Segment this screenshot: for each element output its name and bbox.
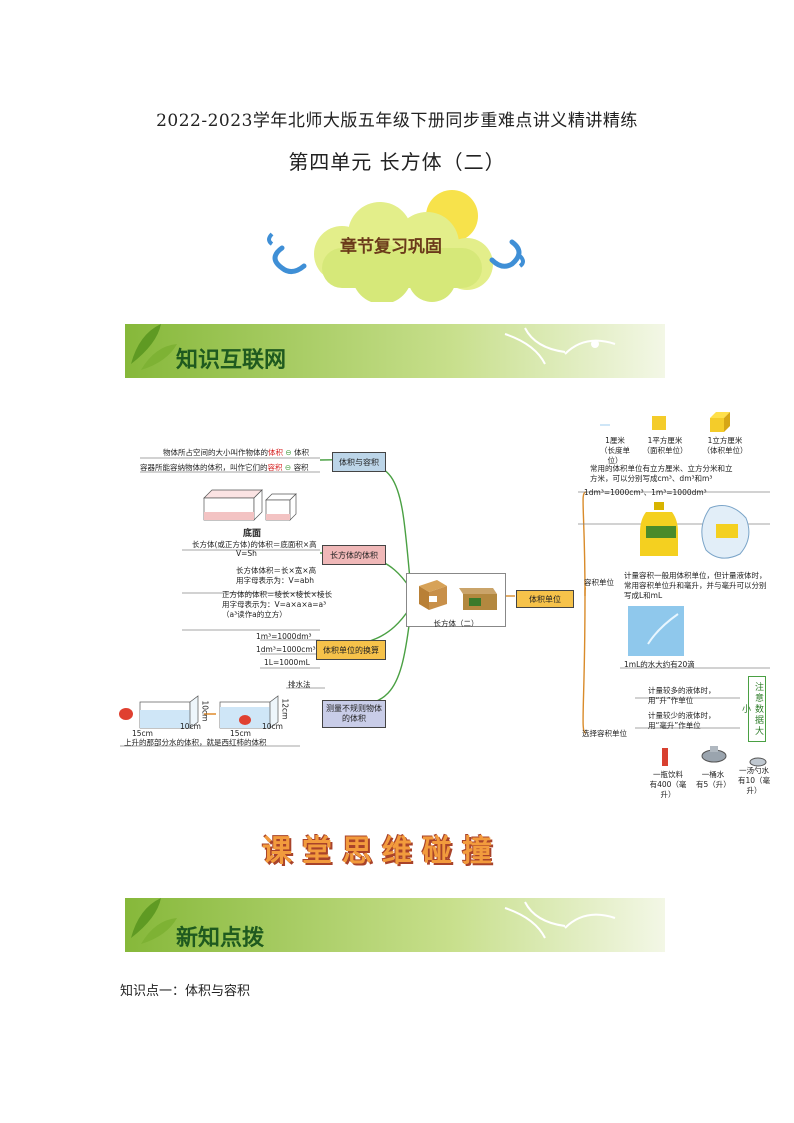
dim-length-2: 15cm (230, 729, 251, 738)
formula-cuboid: 长方体体积＝长×宽×高 (236, 566, 317, 575)
center-label: 长方体（二） (433, 619, 479, 628)
conversion-dm3-cm3: 1dm³=1000cm³ (256, 645, 316, 654)
choose-liter-2: 用“升”作单位 (648, 696, 694, 705)
capacity-text-3: 写成L和mL (624, 591, 663, 600)
banner-new-knowledge-title: 新知点拨 (176, 926, 265, 951)
displacement-diagram (119, 695, 279, 729)
node-unit-conversion: 体积单位的换算 (316, 640, 386, 660)
common-units-2: 方米，可以分别写成cm³、dm³和m³ (590, 474, 713, 483)
document-title: 2022-2023学年北师大版五年级下册同步重难点讲义精讲精练 (156, 111, 638, 131)
cloud-badge-art (267, 190, 525, 302)
volume-definition: 物体所占空间的大小叫作物体的体积 ⊖ 体积 (163, 448, 310, 457)
displacement-conclusion: 上升的那部分水的体积，就是西红柿的体积 (124, 738, 267, 747)
water-image (628, 606, 684, 656)
note-data-size: 注意数据大小 (740, 676, 766, 742)
capacity-definition: 容器所能容纳物体的体积，叫作它们的容积 ⊖ 容积 (140, 463, 309, 472)
formula-cube-note: （a³读作a的立方） (222, 610, 287, 619)
unit-cm2: 1平方厘米（面积单位） (642, 436, 688, 455)
unit-cm: 1厘米（长度单位） (600, 436, 630, 465)
node-center: 长方体（二） (406, 573, 506, 628)
section-label: 知识点一：体积与容积 (120, 984, 251, 999)
node-cuboid-volume: 长方体的体积 (322, 545, 386, 565)
node-volume-units: 体积单位 (516, 590, 574, 608)
choose-ml-1: 计量较少的液体时， (648, 711, 716, 720)
unit-relation: 1dm³=1000cm³、1m³=1000dm³ (584, 488, 707, 497)
unit-cm3: 1立方厘米（体积单位） (702, 436, 748, 455)
choose-liter-1: 计量较多的液体时， (648, 686, 716, 695)
node-volume-capacity: 体积与容积 (332, 452, 386, 472)
formula-cube: 正方体的体积＝棱长×棱长×棱长 (222, 590, 333, 599)
dim-height-2: 12cm (280, 698, 290, 720)
dim-height-1: 10cm (200, 700, 210, 722)
formula-base-height: 长方体(或正方体)的体积＝底面积×高 (192, 540, 317, 549)
classroom-thinking-banner: 课堂思维碰撞 (262, 834, 502, 869)
cloud-badge-label: 章节复习巩固 (340, 237, 442, 257)
bottles-image (640, 502, 750, 559)
unit-title: 第四单元 长方体（二） (288, 150, 506, 174)
unit-cubes (600, 412, 730, 432)
cuboid-diagram (203, 489, 297, 521)
displacement-method: 排水法 (288, 680, 311, 689)
dim-length-1: 15cm (132, 729, 153, 738)
banner-knowledge-net-bg (125, 324, 665, 378)
example-images (662, 746, 767, 767)
example-drink: 一瓶饮料有400（毫升） (649, 770, 687, 799)
dim-width-2: 10cm (262, 722, 283, 731)
formula-vabh: 用字母表示为：V=abh (236, 576, 315, 585)
drop-text: 1mL的水大约有20滴 (624, 660, 695, 669)
node-irregular-volume: 测量不规则物体的体积 (322, 700, 386, 728)
formula-cube-letters: 用字母表示为：V=a×a×a=a³ (222, 600, 327, 609)
example-spoon: 一汤勺水有10（毫升） (737, 766, 771, 795)
capacity-text-2: 常用容积单位升和毫升，并与毫升可以分别 (624, 581, 767, 590)
banner-knowledge-net-title: 知识互联网 (176, 348, 287, 373)
capacity-text-1: 计量容积一般用体积单位，但计量液体时， (624, 571, 767, 580)
capacity-unit-label: 容积单位 (584, 578, 614, 587)
conversion-l-ml: 1L=1000mL (264, 658, 310, 667)
common-units-1: 常用的体积单位有立方厘米、立方分米和立 (590, 464, 733, 473)
choose-unit-label: 选择容积单位 (582, 729, 627, 738)
conversion-m3-dm3: 1m³=1000dm³ (256, 632, 312, 641)
box-icons (419, 580, 497, 610)
example-water-bucket: 一桶水有5（升） (696, 770, 731, 789)
banner-new-knowledge-bg (125, 898, 665, 952)
dim-width-1: 10cm (180, 722, 201, 731)
choose-ml-2: 用“毫升”作单位 (648, 721, 701, 730)
base-label: 底面 (243, 529, 262, 539)
formula-vsh: V=Sh (236, 549, 257, 558)
